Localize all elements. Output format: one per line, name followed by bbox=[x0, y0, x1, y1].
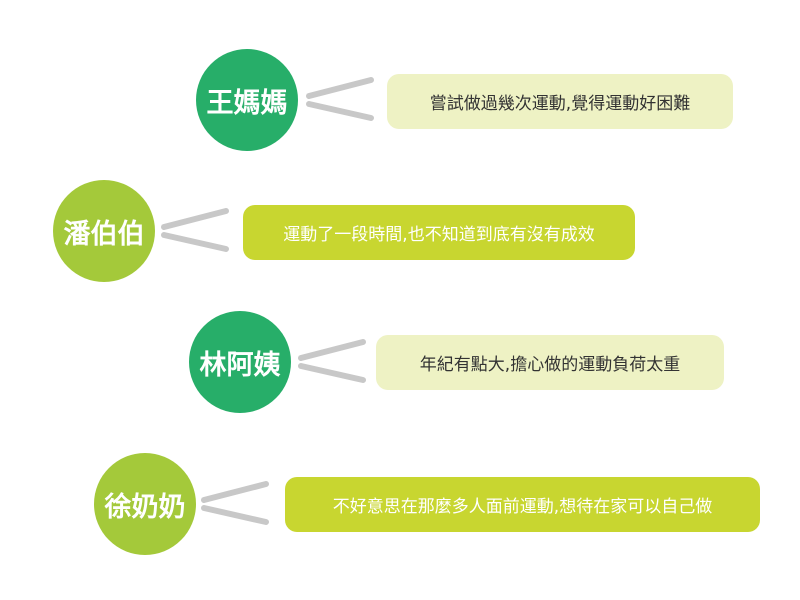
quote-text: 不好意思在那麼多人面前運動,想待在家可以自己做 bbox=[332, 497, 713, 517]
speech-connector-icon bbox=[306, 77, 374, 121]
person-name: 徐奶奶 bbox=[104, 491, 186, 523]
person-circle-wang: 王媽媽 bbox=[196, 49, 298, 151]
quote-text: 運動了一段時間,也不知道到底有沒有成效 bbox=[283, 225, 595, 245]
quote-bubble-xu: 不好意思在那麼多人面前運動,想待在家可以自己做 bbox=[285, 477, 760, 532]
quote-bubble-lin: 年紀有點大,擔心做的運動負荷太重 bbox=[376, 335, 724, 390]
quote-bubble-pan: 運動了一段時間,也不知道到底有沒有成效 bbox=[243, 205, 635, 260]
speech-connector-icon bbox=[201, 481, 269, 525]
person-circle-pan: 潘伯伯 bbox=[53, 180, 155, 282]
quote-text: 嘗試做過幾次運動,覺得運動好困難 bbox=[429, 94, 691, 114]
person-name: 潘伯伯 bbox=[63, 218, 145, 250]
person-name: 王媽媽 bbox=[206, 87, 288, 119]
speech-connector-icon bbox=[298, 339, 366, 383]
quote-text: 年紀有點大,擔心做的運動負荷太重 bbox=[419, 355, 681, 375]
person-name: 林阿姨 bbox=[199, 349, 281, 381]
speech-connector-icon bbox=[161, 208, 229, 252]
person-circle-xu: 徐奶奶 bbox=[94, 453, 196, 555]
quote-bubble-wang: 嘗試做過幾次運動,覺得運動好困難 bbox=[387, 74, 733, 129]
person-circle-lin: 林阿姨 bbox=[189, 311, 291, 413]
